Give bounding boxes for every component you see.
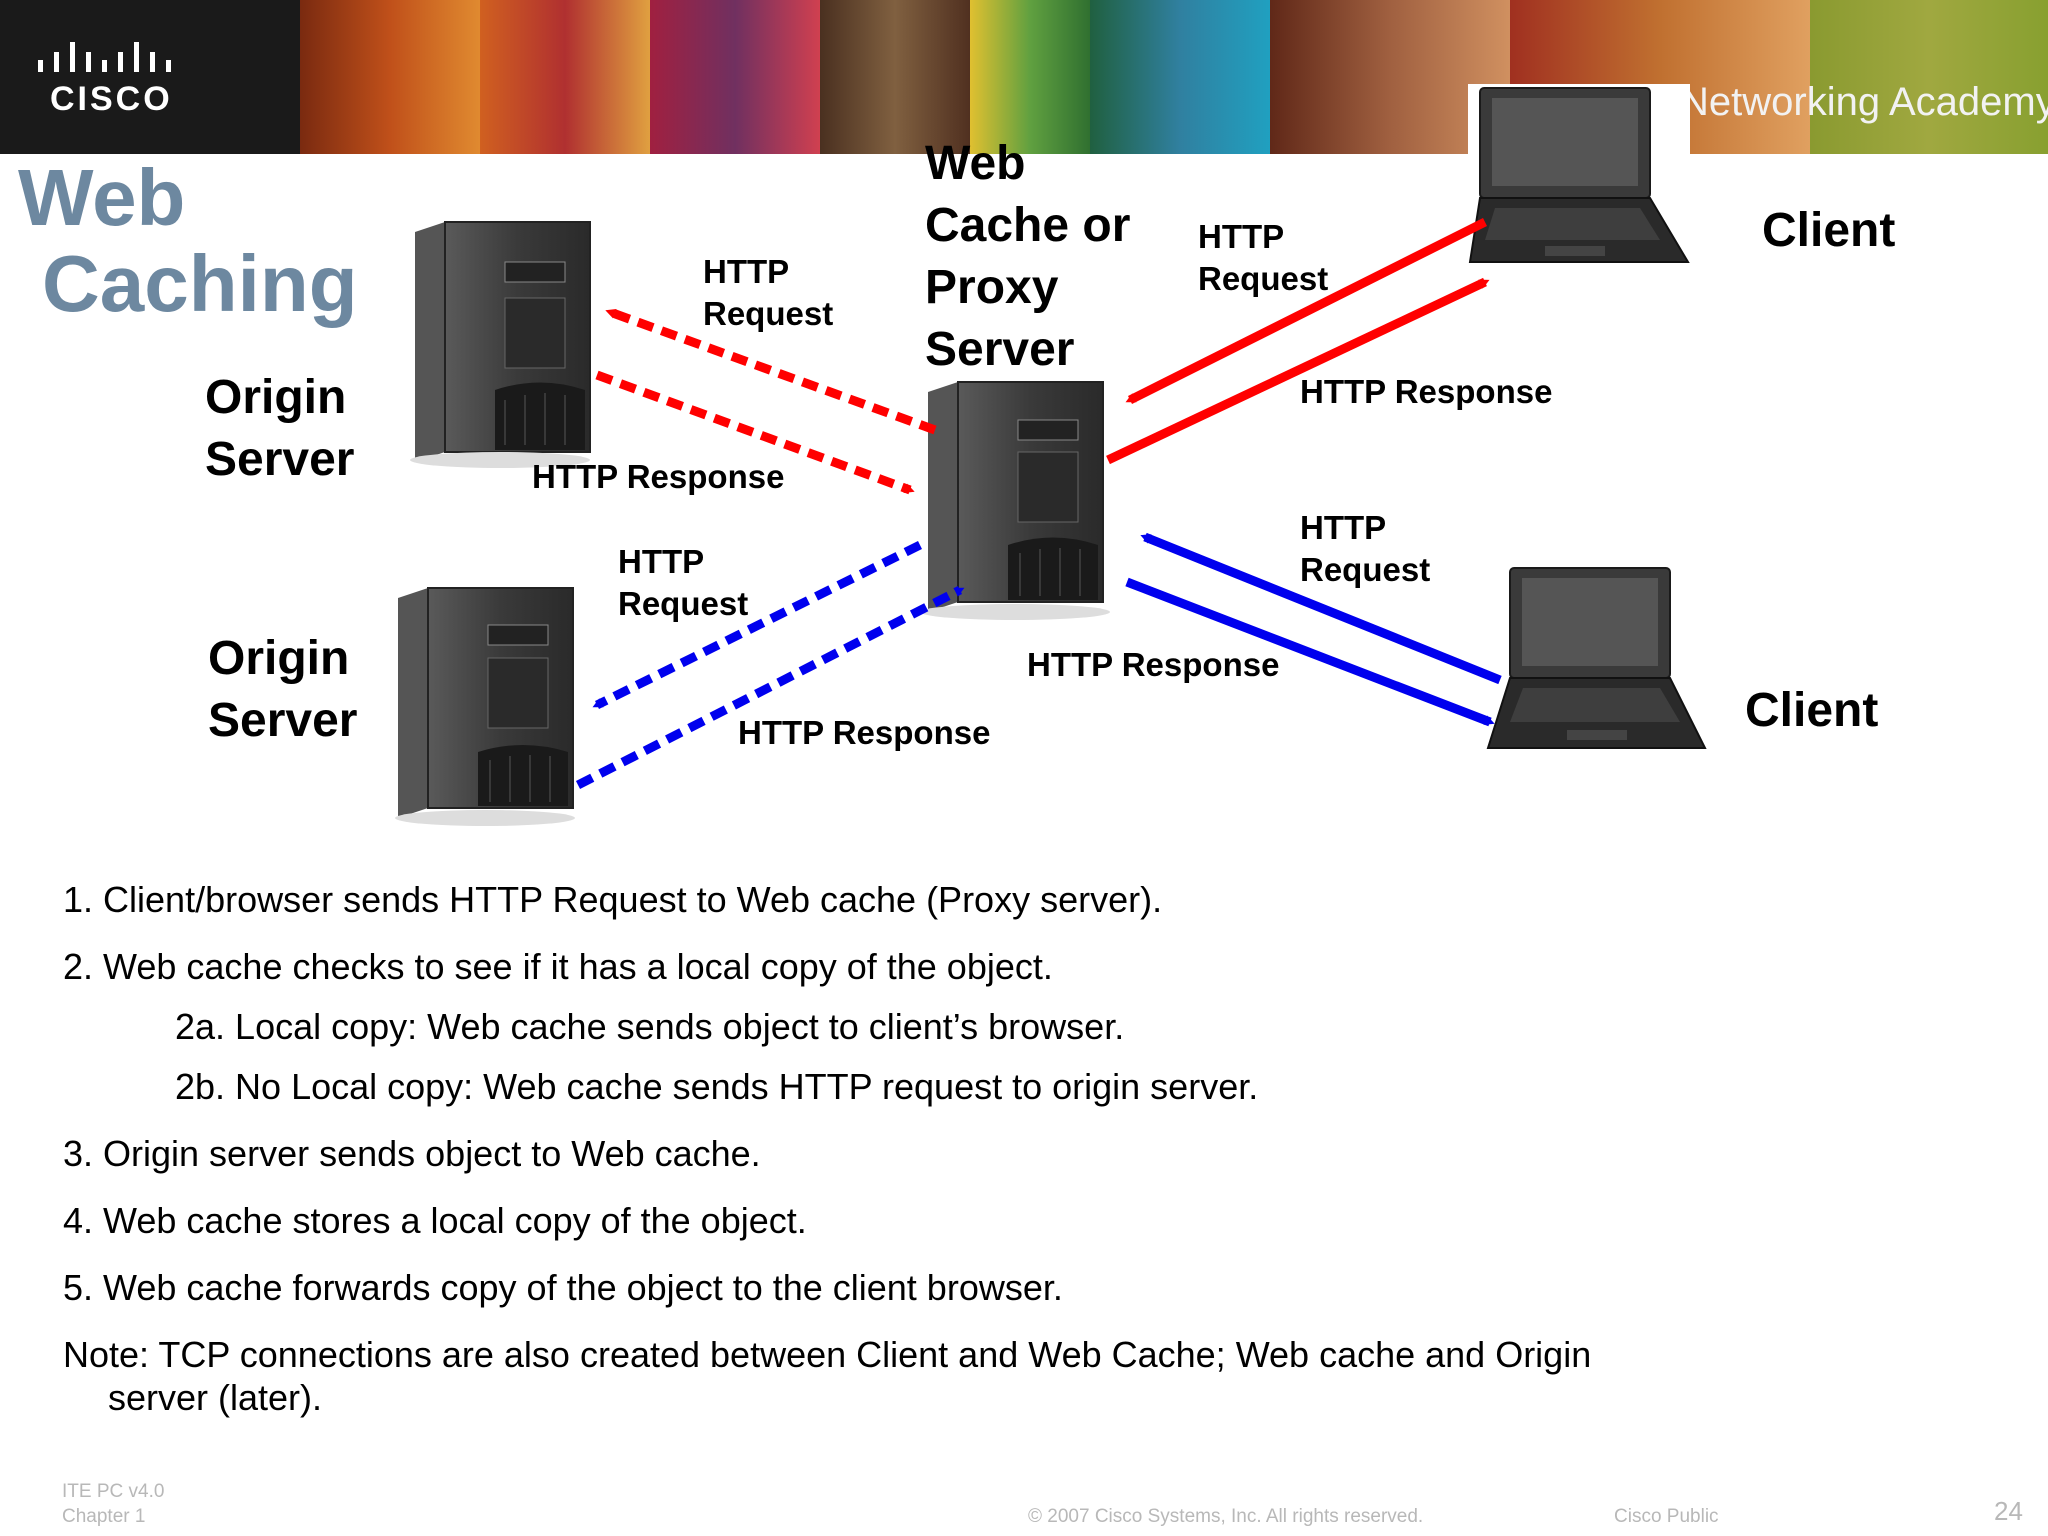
client1-response-label: HTTP Response — [1300, 373, 1553, 410]
origin2-response-arrow — [575, 585, 965, 790]
banner-photo-strip — [820, 0, 970, 154]
footer-copyright: © 2007 Cisco Systems, Inc. All rights re… — [1028, 1506, 1424, 1527]
banner-photo-strip — [1090, 0, 1270, 154]
networking-academy-text: Networking Academy — [1680, 80, 2048, 124]
client2-response-arrow — [1125, 577, 1495, 727]
footer-course: ITE PC v4.0 — [62, 1481, 165, 1502]
origin-server-1-icon — [410, 221, 591, 468]
client1-request-label: HTTP Request — [1198, 218, 1329, 297]
client-1-laptop-icon — [1468, 84, 1690, 263]
client2-request-label: HTTP Request — [1300, 509, 1431, 588]
origin-server-2-label: Origin Server — [208, 632, 358, 747]
banner-photo-strip — [300, 0, 480, 154]
banner-photo-strip — [1810, 0, 2048, 154]
origin-server-1-label: Origin Server — [205, 371, 355, 486]
origin1-request-arrow — [605, 307, 937, 435]
client-2-label: Client — [1745, 684, 1879, 737]
origin1-request-label: HTTP Request — [703, 253, 834, 332]
origin2-response-label: HTTP Response — [738, 714, 991, 751]
origin1-response-arrow — [595, 370, 915, 495]
step-1: 1. Client/browser sends HTTP Request to … — [63, 879, 1163, 920]
cisco-logo-text: CISCO — [50, 80, 173, 118]
proxy-server-label: Web Cache or Proxy Server — [925, 137, 1131, 376]
note-line-2: server (later). — [108, 1377, 323, 1418]
client-2-laptop-icon — [1486, 567, 1707, 749]
client1-response-arrow — [1106, 277, 1490, 465]
cisco-logo-bars-icon — [38, 42, 171, 72]
origin2-request-label: HTTP Request — [618, 543, 749, 622]
client2-response-label: HTTP Response — [1027, 646, 1280, 683]
origin2-request-arrow — [592, 540, 922, 710]
client1-request-arrow — [1125, 217, 1488, 405]
page-title-line1: Web — [18, 153, 186, 242]
banner-photo-strip — [650, 0, 820, 154]
step-4: 4. Web cache stores a local copy of the … — [63, 1200, 807, 1241]
page-title-line2: Caching — [42, 239, 358, 328]
header-banner: CISCO Networking Academy — [0, 0, 2048, 154]
step-2: 2. Web cache checks to see if it has a l… — [63, 946, 1053, 987]
origin-server-2-icon — [395, 587, 575, 826]
page-number: 24 — [1994, 1496, 2023, 1526]
proxy-server-icon — [920, 381, 1110, 620]
footer-classification: Cisco Public — [1614, 1506, 1719, 1527]
banner-photo-strip — [480, 0, 650, 154]
banner-photo-strip — [970, 0, 1090, 154]
client2-request-arrow — [1140, 532, 1502, 685]
step-2a: 2a. Local copy: Web cache sends object t… — [175, 1006, 1125, 1047]
origin1-response-label: HTTP Response — [532, 458, 785, 495]
client-1-label: Client — [1762, 204, 1896, 257]
step-5: 5. Web cache forwards copy of the object… — [63, 1267, 1063, 1308]
step-2b: 2b. No Local copy: Web cache sends HTTP … — [175, 1066, 1259, 1107]
note-line-1: Note: TCP connections are also created b… — [63, 1334, 1592, 1375]
footer-chapter: Chapter 1 — [62, 1506, 146, 1527]
step-3: 3. Origin server sends object to Web cac… — [63, 1133, 761, 1174]
